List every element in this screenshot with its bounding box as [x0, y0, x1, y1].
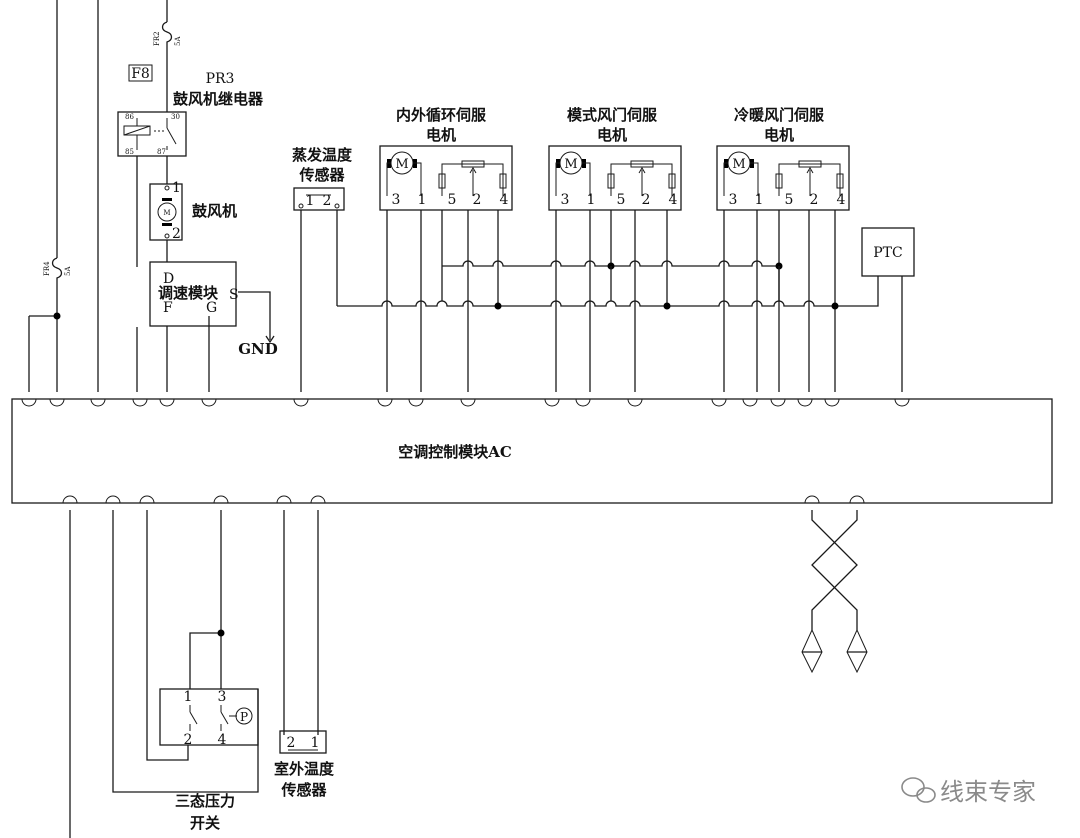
svg-text:5: 5: [448, 192, 457, 208]
svg-text:D: D: [163, 271, 174, 287]
blower-relay-pr3: PR3 鼓风机继电器 86 85 30 87: [117, 71, 264, 157]
fuse-fr4: FR4 5A: [43, 257, 72, 282]
svg-text:FR2: FR2: [153, 31, 161, 46]
svg-text:电机: 电机: [426, 126, 456, 144]
svg-text:电机: 电机: [764, 126, 794, 144]
svg-text:3: 3: [218, 689, 227, 705]
svg-text:3: 3: [392, 192, 401, 208]
svg-text:2: 2: [184, 732, 193, 748]
svg-text:F: F: [163, 300, 173, 316]
svg-text:3: 3: [729, 192, 738, 208]
svg-text:鼓风机: 鼓风机: [192, 202, 237, 220]
speed-control-module: D 调速模块 F G S: [149, 261, 239, 327]
svg-text:PTC: PTC: [873, 245, 902, 261]
svg-text:1: 1: [306, 193, 315, 209]
module-top-connectors: [21, 398, 910, 407]
svg-text:F8: F8: [131, 66, 150, 82]
servo-recirc: 内外循环伺服 电机: [379, 106, 513, 211]
svg-text:传感器: 传感器: [298, 166, 345, 184]
svg-text:1: 1: [311, 735, 320, 751]
svg-text:2: 2: [323, 193, 332, 209]
pressure-switch-label: 三态压力: [175, 792, 235, 810]
svg-text:FR4: FR4: [43, 261, 51, 276]
svg-text:1: 1: [755, 192, 764, 208]
svg-text:5A: 5A: [64, 266, 72, 276]
ptc-heater: PTC: [861, 227, 915, 392]
junction-dot: [494, 302, 502, 310]
ac-control-module: 空调控制模块AC: [11, 398, 1053, 504]
svg-text:2: 2: [287, 735, 296, 751]
blower-motor: 1 2 M 鼓风机: [149, 180, 237, 242]
outdoor-temp-sensor: 2 1 室外温度 传感器: [274, 730, 335, 799]
svg-text:4: 4: [218, 732, 227, 748]
svg-text:3: 3: [561, 192, 570, 208]
evaporator-temp-sensor: 蒸发温度 传感器 1 2: [292, 146, 353, 211]
svg-text:1: 1: [184, 689, 193, 705]
svg-text:M: M: [395, 157, 408, 172]
svg-text:线束专家: 线束专家: [940, 778, 1036, 806]
svg-text:内外循环伺服: 内外循环伺服: [396, 106, 487, 124]
ac-module-label: 空调控制模块AC: [398, 443, 512, 461]
f8-tag: F8: [128, 64, 153, 82]
svg-text:2: 2: [473, 192, 482, 208]
svg-text:2: 2: [172, 226, 181, 242]
svg-text:M: M: [163, 209, 170, 217]
svg-text:5: 5: [617, 192, 626, 208]
tri-state-pressure-switch: 1 3 2 4 P: [159, 688, 259, 748]
svg-text:蒸发温度: 蒸发温度: [292, 146, 353, 164]
svg-text:85: 85: [125, 148, 134, 156]
svg-text:S: S: [229, 287, 239, 303]
junction-dot: [217, 629, 225, 637]
speed-module-wires: [166, 291, 275, 392]
svg-text:电机: 电机: [597, 126, 627, 144]
servo-recirc-internals: M 3 1 5 2 4: [386, 151, 509, 208]
svg-text:室外温度: 室外温度: [274, 760, 335, 778]
svg-text:M: M: [564, 157, 577, 172]
servo-temp-internals: M 3 1 5 2 4: [723, 151, 846, 208]
servo-temp: 冷暖风门伺服 电机: [716, 106, 850, 211]
svg-text:调速模块: 调速模块: [158, 284, 219, 302]
svg-text:P: P: [240, 710, 248, 724]
svg-text:模式风门伺服: 模式风门伺服: [567, 106, 658, 124]
svg-text:4: 4: [837, 192, 846, 208]
module-bottom-connectors: [62, 495, 865, 504]
svg-text:鼓风机继电器: 鼓风机继电器: [173, 90, 264, 108]
svg-text:4: 4: [500, 192, 509, 208]
svg-text:PR3: PR3: [206, 71, 235, 87]
twisted-pair: [801, 510, 868, 674]
fuse-fr2: FR2 5A: [153, 0, 182, 112]
svg-text:2: 2: [642, 192, 651, 208]
svg-text:2: 2: [810, 192, 819, 208]
svg-text:4: 4: [669, 192, 678, 208]
svg-text:87: 87: [157, 148, 166, 156]
svg-text:86: 86: [125, 113, 134, 121]
junction-dot: [831, 302, 839, 310]
svg-text:G: G: [206, 300, 217, 316]
svg-text:1: 1: [587, 192, 596, 208]
left-power-wires: [28, 0, 99, 392]
svg-text:1: 1: [418, 192, 427, 208]
svg-text:1: 1: [172, 180, 181, 196]
relay-wires: [136, 156, 168, 392]
svg-text:冷暖风门伺服: 冷暖风门伺服: [734, 106, 825, 124]
svg-text:开关: 开关: [190, 814, 220, 832]
wechat-icon: [901, 777, 936, 803]
svg-text:5: 5: [785, 192, 794, 208]
servo-mode: 模式风门伺服 电机: [548, 106, 682, 211]
svg-text:传感器: 传感器: [280, 781, 327, 799]
servo-mode-internals: M 3 1 5 2 4: [555, 151, 678, 208]
svg-text:M: M: [732, 157, 745, 172]
junction-dot: [53, 312, 61, 320]
evap-wires: [300, 210, 338, 392]
junction-dot: [663, 302, 671, 310]
svg-text:30: 30: [171, 113, 180, 121]
supply-bus: [337, 276, 879, 307]
svg-text:5A: 5A: [174, 36, 182, 46]
watermark: 线束专家: [901, 777, 1036, 806]
gnd-label: GND: [238, 340, 278, 358]
